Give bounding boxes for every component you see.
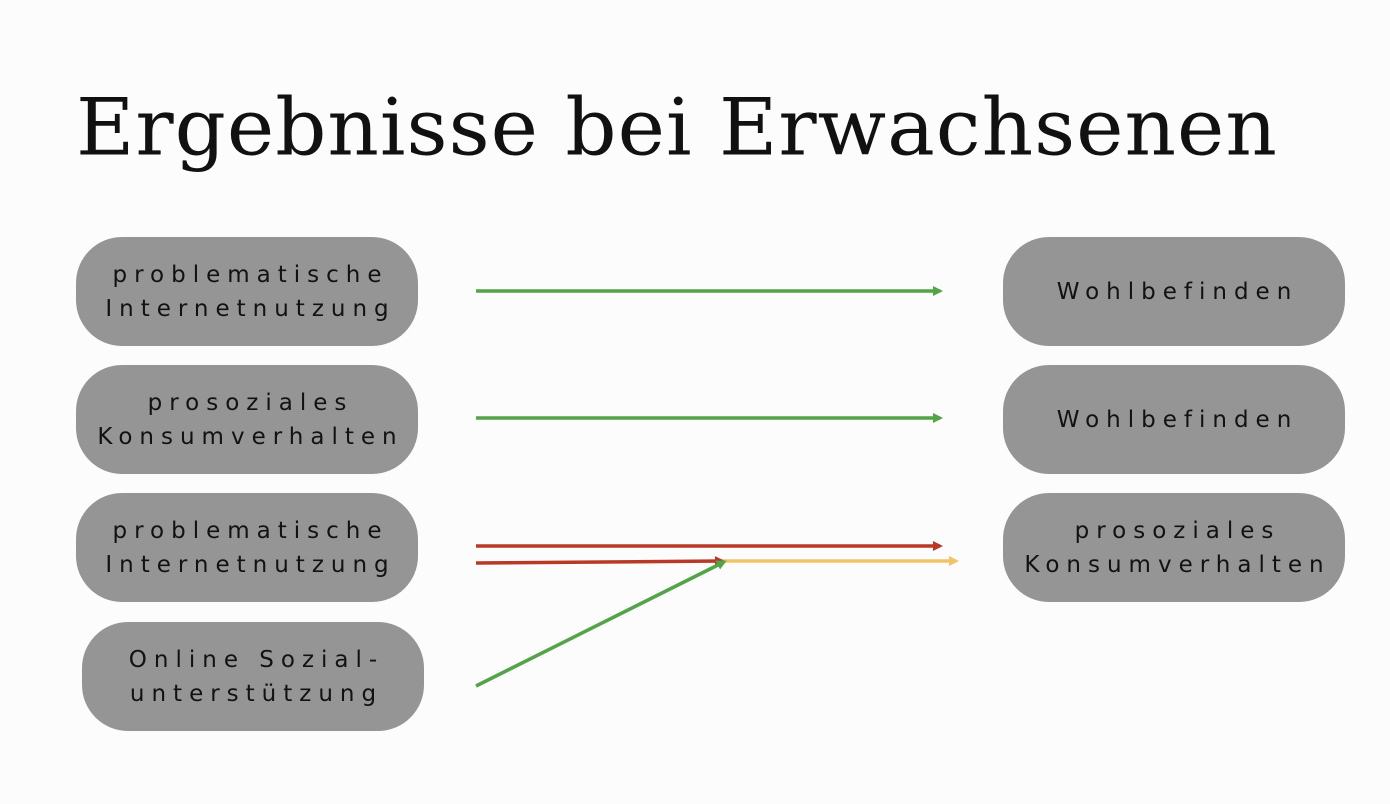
node-label-line1: problematische: [112, 517, 389, 544]
node-left-problematic-internet-use-1: problematische Internetnutzung: [76, 237, 418, 346]
node-label-line2: Konsumverhalten: [97, 423, 404, 450]
node-label-line1: problematische: [112, 261, 389, 288]
node-left-prosocial-consumption: prosoziales Konsumverhalten: [76, 365, 418, 474]
node-label-line1: Online Sozial-: [128, 646, 385, 673]
node-label-line2: Internetnutzung: [105, 295, 396, 322]
node-right-prosocial-consumption: prosoziales Konsumverhalten: [1003, 493, 1345, 602]
node-left-online-social-support: Online Sozial- unterstützung: [82, 622, 424, 731]
node-label-line1: prosoziales: [147, 389, 354, 416]
node-label-line1: Wohlbefinden: [1056, 406, 1299, 433]
node-left-problematic-internet-use-2: problematische Internetnutzung: [76, 493, 418, 602]
node-label-line2: Konsumverhalten: [1024, 551, 1331, 578]
node-label-line1: Wohlbefinden: [1056, 278, 1299, 305]
node-label-line2: unterstützung: [129, 680, 384, 707]
arrow-internet-moderated-red: [475, 556, 725, 567]
node-label-line1: prosoziales: [1074, 517, 1281, 544]
node-right-wellbeing-2: Wohlbefinden: [1003, 365, 1345, 474]
node-right-wellbeing-1: Wohlbefinden: [1003, 237, 1345, 346]
page-title: Ergebnisse bei Erwachsenen: [76, 81, 1278, 174]
arrow-support-moderator: [475, 560, 727, 688]
node-label-line2: Internetnutzung: [105, 551, 396, 578]
